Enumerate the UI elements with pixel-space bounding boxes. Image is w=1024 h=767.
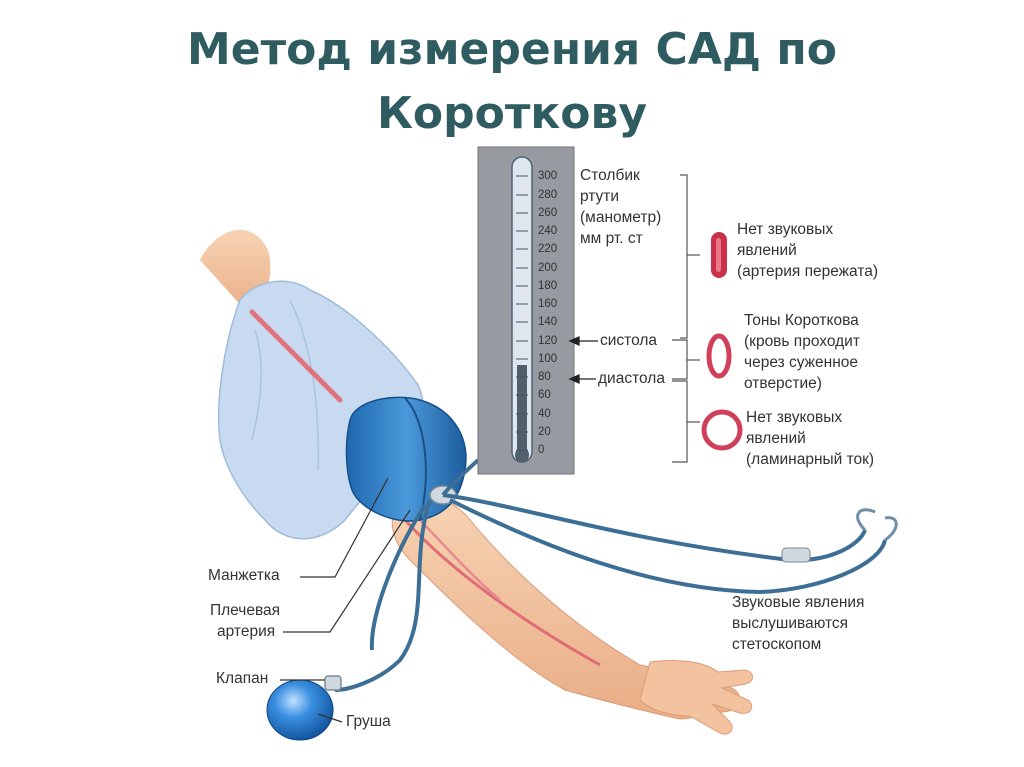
stethoscope-label-3: стетоскопом <box>732 635 821 655</box>
scale-tick: 260 <box>538 207 568 219</box>
state-2-line-2: (кровь проходит <box>744 332 860 352</box>
scale-tick: 300 <box>538 170 568 182</box>
artery-label-2: артерия <box>217 622 275 642</box>
scale-tick: 120 <box>538 335 568 347</box>
mercury-column <box>517 365 527 459</box>
scale-tick: 140 <box>538 316 568 328</box>
hand <box>640 660 753 734</box>
state-1-line-1: Нет звуковых <box>737 220 833 240</box>
brackets <box>672 175 700 462</box>
state-3-line-3: (ламинарный ток) <box>746 450 874 470</box>
state-1-line-3: (артерия пережата) <box>737 262 878 282</box>
scale-tick: 180 <box>538 280 568 292</box>
scale-tick: 80 <box>538 371 568 383</box>
scale-tick: 60 <box>538 389 568 401</box>
valve-label: Клапан <box>216 669 268 689</box>
scale-tick: 200 <box>538 262 568 274</box>
scale-tick: 240 <box>538 225 568 237</box>
scale-tick: 0 <box>538 444 568 456</box>
stethoscope-label-2: выслушиваются <box>732 614 848 634</box>
scale-tick: 20 <box>538 426 568 438</box>
stethoscope-label-1: Звуковые явления <box>732 593 864 613</box>
scale-tick: 280 <box>538 189 568 201</box>
artery-open-icon <box>704 412 740 448</box>
manometer-label-4: мм рт. ст <box>580 229 643 249</box>
artery-compressed-icon <box>711 232 727 278</box>
manometer-label-3: (манометр) <box>580 208 661 228</box>
state-3-line-1: Нет звуковых <box>746 408 842 428</box>
cuff-label: Манжетка <box>208 566 280 586</box>
state-2-line-4: отверстие) <box>744 374 822 394</box>
scale-tick: 100 <box>538 353 568 365</box>
artery-narrowed-icon <box>709 336 729 376</box>
scale-tick: 220 <box>538 243 568 255</box>
bulb <box>267 680 333 740</box>
manometer-label-2: ртути <box>580 187 619 207</box>
scale-tick: 160 <box>538 298 568 310</box>
systole-label: систола <box>600 331 657 351</box>
valve <box>325 676 341 690</box>
state-2-line-1: Тоны Короткова <box>744 311 859 331</box>
bulb-label: Груша <box>346 712 391 732</box>
state-3-line-2: явлений <box>746 429 806 449</box>
state-1-line-2: явлений <box>737 241 797 261</box>
state-2-line-3: через суженное <box>744 353 858 373</box>
scale-tick: 40 <box>538 408 568 420</box>
manometer-label-1: Столбик <box>580 166 640 186</box>
diastole-label: диастола <box>598 369 665 389</box>
artery-label-1: Плечевая <box>210 601 280 621</box>
